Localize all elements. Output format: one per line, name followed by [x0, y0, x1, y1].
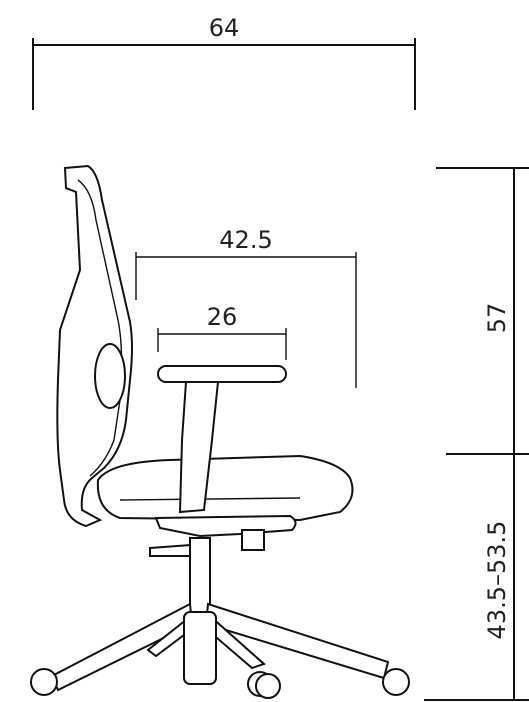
armrest-length-label: 26: [207, 303, 238, 331]
base-leg-left: [50, 602, 194, 692]
seat-height-label: 43.5–53.5: [483, 521, 511, 640]
caster-front-2: [255, 673, 281, 699]
lumbar-support: [94, 343, 126, 409]
armrest-length-dimension: 26: [157, 303, 287, 360]
height-dimensions: 57 43.5–53.5: [424, 167, 529, 701]
armrest-pad: [157, 365, 287, 383]
base-hub: [183, 611, 217, 685]
gas-lift: [189, 537, 211, 615]
seat-cushion: [96, 454, 354, 522]
seat-depth-dimension: 42.5: [135, 226, 357, 388]
backrest-height-label: 57: [483, 303, 511, 334]
backrest: [56, 164, 133, 528]
overall-width-dimension: 64: [32, 14, 416, 110]
chair: [30, 164, 410, 699]
caster-right: [382, 668, 410, 696]
overall-width-label: 64: [209, 14, 240, 42]
tilt-knob: [241, 529, 265, 551]
seat-mechanism: [154, 514, 297, 538]
caster-left: [30, 668, 58, 696]
seat-cushion-inner: [119, 497, 301, 501]
seat-depth-label: 42.5: [219, 226, 272, 254]
armrest-post: [178, 381, 220, 514]
